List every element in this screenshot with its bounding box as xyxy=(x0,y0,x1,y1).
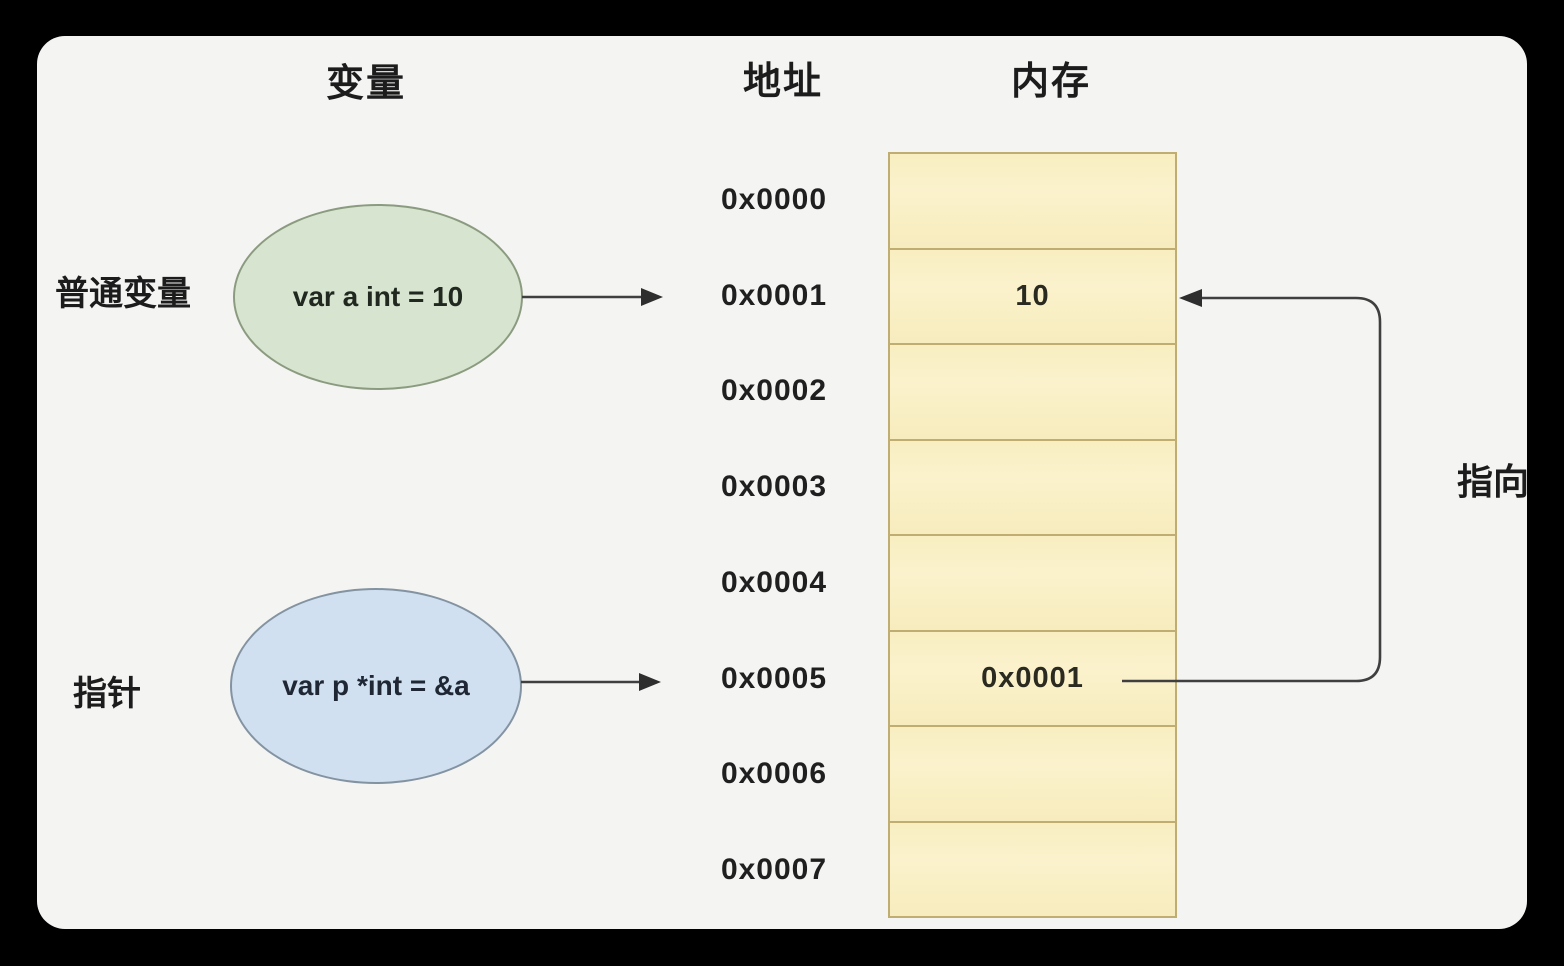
row-label-ordinary-variable: 普通变量 xyxy=(55,275,191,313)
memory-box: 10 0x0001 xyxy=(888,152,1177,918)
column-header-variable: 变量 xyxy=(325,63,406,105)
memory-cell xyxy=(890,727,1175,823)
memory-cell xyxy=(890,536,1175,632)
memory-cell xyxy=(890,822,1175,916)
pointer-variable-ellipse: var p *int = &a xyxy=(230,588,522,784)
address-label: 0x0001 xyxy=(720,278,828,312)
pointer-variable-code: var p *int = &a xyxy=(282,670,470,701)
address-label: 0x0005 xyxy=(720,661,828,695)
memory-cell xyxy=(890,440,1175,536)
address-column: 0x0000 0x0001 0x0002 0x0003 0x0004 0x000… xyxy=(689,152,859,918)
ordinary-variable-ellipse: var a int = 10 xyxy=(233,204,523,390)
memory-cell: 0x0001 xyxy=(890,631,1175,727)
address-label: 0x0000 xyxy=(720,182,828,216)
column-header-address: 地址 xyxy=(742,61,823,103)
address-label: 0x0002 xyxy=(720,374,828,408)
memory-cell: 10 xyxy=(890,249,1175,345)
points-to-label: 指向 xyxy=(1456,461,1529,502)
address-label: 0x0003 xyxy=(720,470,828,504)
memory-cell xyxy=(890,345,1175,441)
address-label: 0x0007 xyxy=(720,853,828,887)
address-label: 0x0006 xyxy=(720,757,828,791)
row-label-pointer: 指针 xyxy=(73,675,141,713)
ordinary-variable-code: var a int = 10 xyxy=(292,281,464,312)
memory-cell xyxy=(890,154,1175,250)
column-header-memory: 内存 xyxy=(1010,61,1091,103)
address-label: 0x0004 xyxy=(720,565,828,599)
